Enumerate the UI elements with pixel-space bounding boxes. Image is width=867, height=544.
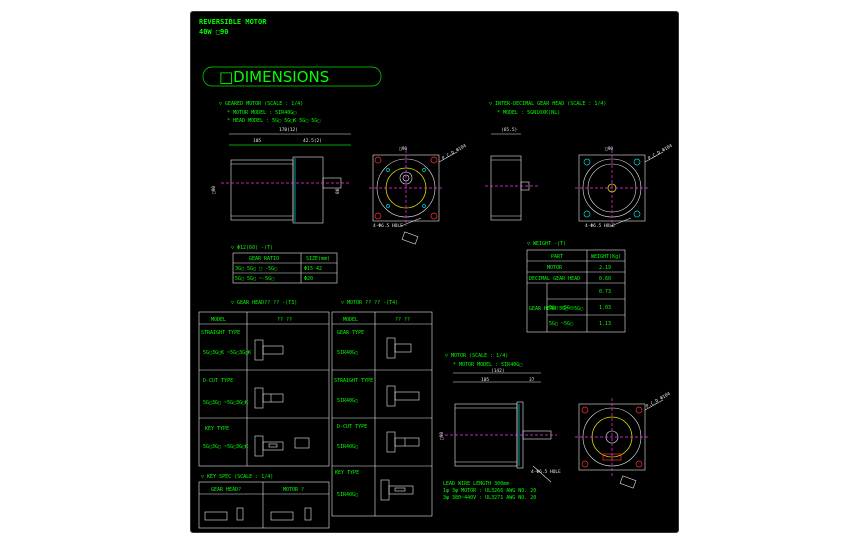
gh-row-2-model: 5G□3G□ ~5G□3G□K: [203, 400, 248, 406]
front-dim-sq: □90: [399, 146, 407, 152]
mt-row-2-model: 5IR40G□: [337, 398, 358, 404]
gh-row-1-label: STRAIGHT TYPE: [201, 330, 240, 336]
ratio-row-2-ratio: 5G□ 5G□ ~-5G□: [235, 276, 274, 282]
mt-header-model: MODEL: [343, 317, 358, 323]
weight-row-4-val: 1.03: [599, 305, 611, 311]
gh-header-shape: ?? ??: [277, 317, 292, 323]
motor-view-title: ▽ MOTOR (SCALE : 1/4): [445, 353, 508, 359]
dimensions-heading-frame: [202, 66, 382, 87]
geared-motor-side-view: 170(12) 105 42.5(2) □90 80: [211, 127, 351, 224]
dim-sq: □90: [211, 186, 217, 194]
ratio-row-1-ratio: 3G□ 5G□ □ -5G□: [235, 266, 277, 272]
drawing-subtitle: 40W □90: [199, 28, 229, 36]
weight-row-5-part: 5G□ ~5G□: [549, 321, 573, 327]
mv-dim-sq: □90: [439, 432, 445, 440]
gear-head-table: MODEL ?? ?? STRAIGHT TYPE 5G□3G□K ~5G□3G…: [198, 311, 330, 467]
gh-row-3-model: 5G□3G□ ~5G□3G□K: [203, 444, 248, 450]
cad-drawing: REVERSIBLE MOTOR 40W □90 □DIMENSIONS ▽ G…: [198, 18, 674, 529]
geared-motor-title: ▽ GEARED MOTOR (SCALE : 1/4): [219, 101, 303, 107]
geared-motor-head-model: * HEAD MODEL : 5G□ 5G□K 5G□ 5G□: [227, 118, 320, 124]
front-dim-hole: 4-Φ6.5 HOLE: [373, 223, 403, 229]
motor-table: MODEL ?? ?? GEAR TYPE 5IR40G□ STRAIGHT T…: [331, 311, 433, 517]
weight-row-3-part: GEAR HEAD 5G□ ~5G□: [529, 306, 583, 312]
ih-front-dim-hole: 4-Φ6.5 HOLE: [585, 223, 615, 229]
motor-view-front: P.C.D Φ104: [575, 391, 672, 489]
dim-a: 105: [253, 138, 261, 144]
weight-header-weight: WEIGHT(Kg): [591, 254, 621, 260]
ratio-table: GEAR RATIO SIZE(mm) 3G□ 5G□ □ -5G□ Φ15 4…: [232, 252, 338, 284]
gear-head-table-title: ▽ GEAR HEAD?? ?? -(T3): [231, 300, 297, 306]
ih-front-dim-sq: □90: [605, 146, 613, 152]
front-dim-pcd: P.C.D Φ104: [441, 143, 468, 162]
mt-row-2-label: STRAIGHT TYPE: [334, 378, 373, 384]
weight-row-3-val: 0.73: [599, 289, 611, 295]
intermediate-head-model: * MODEL : 5GN10XK(NL): [497, 110, 560, 116]
ratio-row-1-size: Φ15 42: [304, 266, 322, 272]
mt-row-1-model: 5IR40G□: [337, 350, 358, 356]
gh-row-3-label: KEY TYPE: [205, 426, 229, 432]
mv-dim-total: (142): [491, 368, 505, 374]
drawing-title: REVERSIBLE MOTOR: [199, 18, 267, 26]
mt-header-shape: ?? ??: [395, 317, 410, 323]
motor-view-model: * MOTOR MODEL : 5IR40G□: [453, 362, 522, 368]
weight-row-2-part: DECIMAL GEAR HEAD: [529, 276, 580, 282]
drawing-sheet: REVERSIBLE MOTOR 40W □90 □DIMENSIONS ▽ G…: [190, 11, 679, 533]
ratio-header-ratio: GEAR RATIO: [249, 256, 279, 262]
ratio-row-2-size: Φ20: [304, 276, 313, 282]
mv-lead-note-3: 3φ 380~440V : UL3271 AWG NO. 20: [443, 495, 536, 501]
mv-dim-a: 105: [481, 377, 489, 383]
mv-dim-b: 37: [529, 377, 535, 383]
weight-row-5-val: 1.13: [599, 321, 611, 327]
geared-motor-model: * MOTOR MODEL : 5IR40G□: [227, 110, 296, 116]
mt-row-3-label: D-CUT TYPE: [337, 424, 367, 430]
mv-lead-note-1: LEAD WIRE LENGTH 300mm: [443, 481, 509, 487]
intermediate-head-title: ▽ INTER-DECIMAL GEAR HEAD (SCALE : 1/4): [489, 101, 606, 107]
mt-row-4-model: 5IR40G□: [337, 492, 358, 498]
dimensions-heading: □DIMENSIONS: [219, 68, 329, 86]
mv-lead-note-2: 1φ 3φ MOTOR : UL3266 AWG NO. 20: [443, 488, 536, 494]
dim-h: 80: [335, 188, 341, 194]
geared-motor-front-view: □90 P.C.D Φ104 4-Φ6.5 HOLE: [369, 143, 468, 245]
weight-table-title: ▽ WEIGHT -(T): [527, 241, 566, 247]
key-header-motor: MOTOR ?: [283, 487, 304, 493]
gh-row-1-model: 5G□3G□K ~5G□3G□K: [203, 350, 251, 356]
weight-row-4-part: 5G□ ~5G□: [549, 305, 573, 311]
weight-row-1-part: MOTOR: [547, 265, 563, 271]
key-spec-table: GEAR HEAD? MOTOR ?: [198, 481, 330, 529]
weight-row-2-val: 0.60: [599, 276, 611, 282]
gh-header-model: MODEL: [211, 317, 226, 323]
mv-front-dim-pcd: P.C.D Φ104: [645, 391, 672, 410]
weight-table: PART WEIGHT(Kg) MOTOR 2.19 DECIMAL GEAR …: [526, 249, 626, 333]
ih-dim-a: (65.5): [501, 127, 517, 133]
mv-dim-hole: 4-Φ6.5 HOLE: [531, 469, 561, 475]
gh-row-2-label: D-CUT TYPE: [203, 378, 233, 384]
ratio-header-size: SIZE(mm): [306, 256, 330, 262]
key-header-gear: GEAR HEAD?: [211, 487, 241, 493]
motor-table-title: ▽ MOTOR ?? ?? -(T4): [341, 300, 398, 306]
intermediate-head-front-view: □90 P.C.D Φ104 4-Φ6.5 HOLE: [575, 143, 674, 229]
dim-total: 170(12): [279, 127, 298, 133]
ih-front-dim-pcd: P.C.D Φ104: [647, 143, 674, 162]
mt-row-4-label: KEY TYPE: [335, 470, 359, 476]
weight-header-part: PART: [551, 254, 563, 260]
intermediate-head-side-view: (65.5): [485, 127, 539, 221]
mt-row-3-model: 5IR40G□: [337, 444, 358, 450]
mt-row-1-label: GEAR TYPE: [337, 330, 364, 336]
weight-row-1-val: 2.19: [599, 265, 611, 271]
dim-b: 42.5(2): [303, 138, 322, 144]
key-spec-title: ▽ KEY SPEC (SCALE : 1/4): [201, 474, 273, 480]
motor-view-side: (142) 105 37 □90 4-Φ6.5 HOLE LEAD WIRE L…: [439, 368, 561, 501]
ratio-table-title: ▽ Φ12(60) -(T): [231, 245, 273, 251]
